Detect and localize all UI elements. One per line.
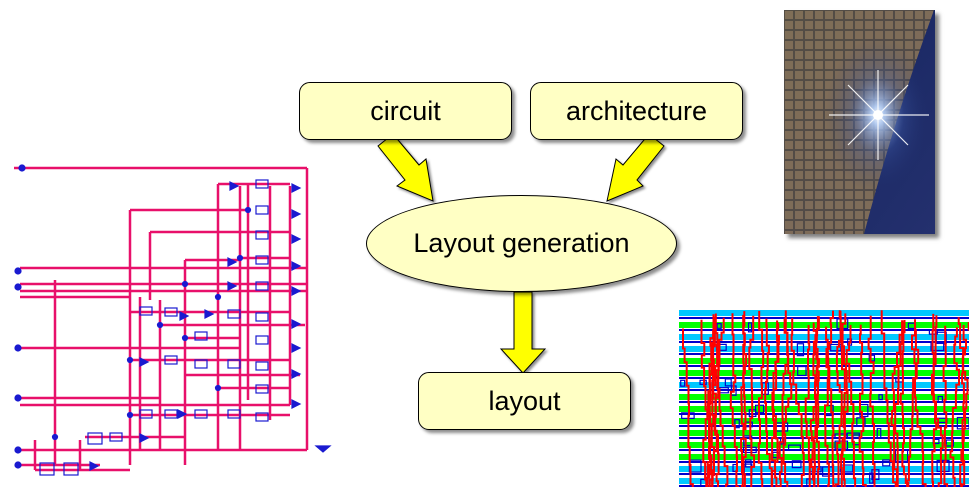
architecture-box: architecture bbox=[530, 82, 743, 140]
circuit-label: circuit bbox=[370, 95, 441, 126]
chip-layout-image bbox=[679, 310, 969, 487]
layout-generation-ellipse: Layout generation bbox=[366, 195, 677, 292]
layout-generation-label: Layout generation bbox=[413, 228, 630, 258]
silicon-wafer-photo bbox=[784, 10, 935, 234]
circuit-box: circuit bbox=[299, 82, 512, 140]
layout-label: layout bbox=[488, 385, 561, 416]
architecture-label: architecture bbox=[565, 95, 708, 126]
layout-box: layout bbox=[418, 372, 631, 430]
arrow-generation-to-layout bbox=[499, 291, 547, 374]
logic-gates bbox=[39, 179, 269, 476]
